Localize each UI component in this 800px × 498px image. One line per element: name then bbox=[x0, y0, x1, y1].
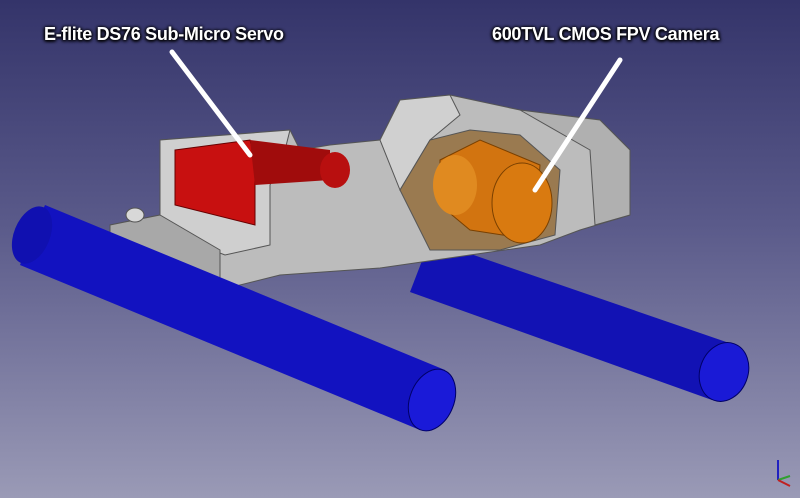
left-rod bbox=[11, 205, 457, 432]
camera-label: 600TVL CMOS FPV Camera bbox=[492, 24, 720, 44]
servo bbox=[174, 139, 350, 226]
right-rod bbox=[410, 240, 750, 402]
servo-callout-line bbox=[169, 49, 253, 158]
camera bbox=[433, 139, 553, 244]
axis-triad-icon bbox=[777, 460, 791, 487]
camera-callout-line bbox=[532, 57, 623, 193]
servo-label: E-flite DS76 Sub-Micro Servo bbox=[44, 24, 284, 44]
